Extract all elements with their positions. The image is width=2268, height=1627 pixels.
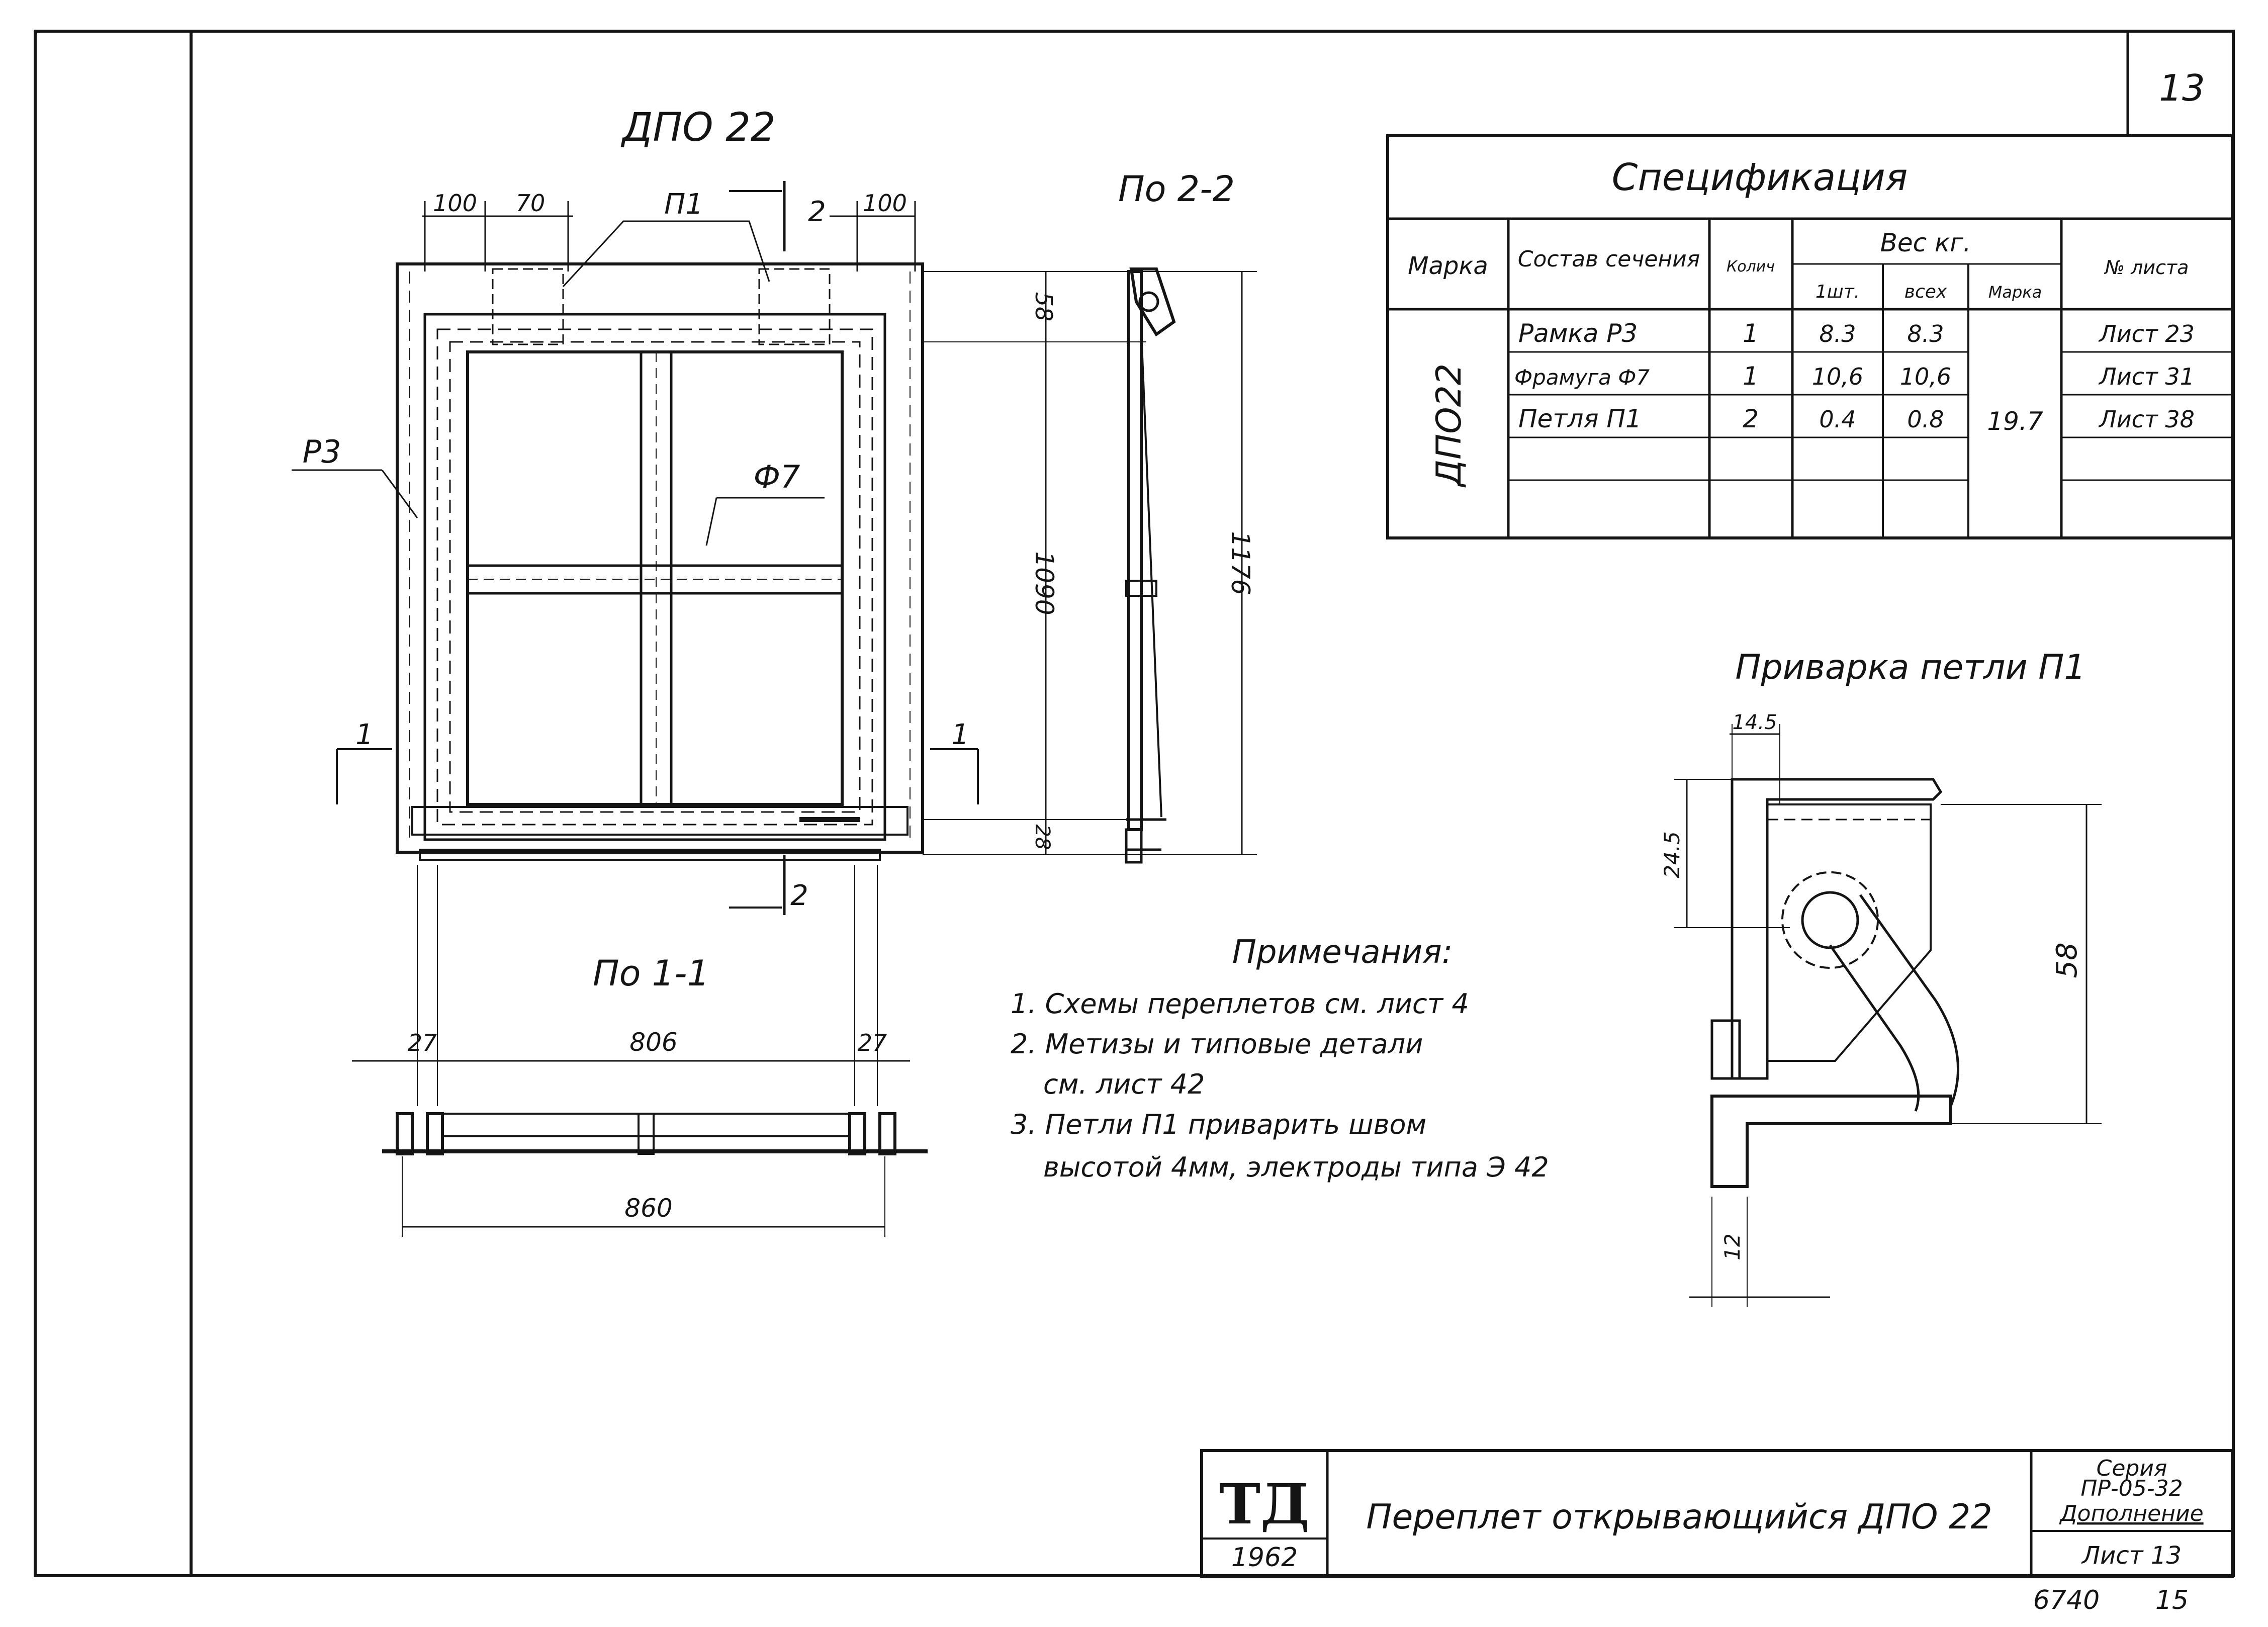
stamp-series-code: ПР-05-32 (2080, 1476, 2183, 1501)
dim-1-1-806: 806 (629, 1028, 677, 1057)
corner-sheet-number: 13 (2159, 67, 2205, 109)
frame-label: Р3 (303, 433, 341, 470)
cut-1-right-label: 1 (951, 718, 969, 751)
spec-row-3-wall: 0.8 (1907, 406, 1944, 433)
spec-row-1-sheet: Лист 23 (2098, 320, 2195, 347)
section-2-2-title: По 2-2 (1118, 168, 1235, 210)
stamp-logo: ТД (1219, 1472, 1310, 1536)
spec-header-weight-mark: Марка (1988, 283, 2042, 302)
weld-detail-title: Приварка петли П1 (1735, 648, 2085, 687)
note-3: 3. Петли П1 приварить швом (1011, 1109, 1426, 1140)
cut-1-markers (336, 748, 979, 804)
weld-detail-dimensions (1674, 724, 2102, 1307)
note-2: 2. Метизы и типовые детали (1011, 1028, 1423, 1060)
hinge-callout: П1 (664, 188, 703, 221)
dim-1-1-860: 860 (624, 1194, 672, 1223)
spec-row-1-w1: 8.3 (1819, 320, 1856, 347)
weld-dim-14-5: 14.5 (1732, 711, 1777, 734)
note-3-cont: высотой 4мм, электроды типа Э 42 (1043, 1151, 1549, 1183)
section-1-1-dimensions (352, 865, 910, 1237)
spec-row-3-name: Петля П1 (1518, 404, 1642, 433)
spec-header-weight: Вес кг. (1880, 228, 1971, 257)
note-2-cont: см. лист 42 (1043, 1068, 1205, 1100)
dim-2-2-58: 58 (1030, 292, 1057, 322)
spec-row-1-wall: 8.3 (1907, 320, 1944, 347)
spec-header-sheet-no: № листа (2104, 256, 2189, 279)
stamp-supplement: Дополнение (2059, 1501, 2203, 1526)
spec-header-weight-unit: 1шт. (1816, 282, 1860, 302)
spec-row-1-name: Рамка Р3 (1518, 319, 1638, 348)
cut-2-bottom-label: 2 (790, 879, 808, 912)
spec-mark-weight: 19.7 (1987, 407, 2043, 436)
transom-label: Ф7 (754, 459, 800, 495)
spec-row-3-sheet: Лист 38 (2098, 406, 2195, 433)
cut-1-left-label: 1 (355, 718, 374, 751)
specification-table (1386, 134, 2234, 539)
section-1-1-profile (382, 1112, 928, 1155)
spec-row-3-qty: 2 (1743, 404, 1759, 433)
dim-2-2-1176: 1176 (1226, 531, 1255, 595)
cut-2-markers (729, 181, 786, 915)
spec-row-2-sheet: Лист 31 (2098, 363, 2195, 390)
stamp-description: Переплет открывающийся ДПО 22 (1366, 1497, 1992, 1537)
spec-header-mark: Марка (1408, 252, 1488, 280)
drawing-title: ДПО 22 (620, 105, 775, 150)
spec-row-2-w1: 10,6 (1812, 363, 1863, 390)
dim-1-1-27-right: 27 (858, 1029, 887, 1056)
dim-top-70: 70 (516, 190, 546, 217)
sheet-border (34, 30, 2235, 1577)
spec-title: Спецификация (1612, 156, 1908, 199)
spec-mark-cell: ДПО22 (1429, 364, 1469, 488)
title-block (1200, 1449, 2234, 1578)
weld-dim-58: 58 (2051, 942, 2083, 978)
spec-header-section: Состав сечения (1518, 246, 1700, 272)
sash-elevation (396, 262, 924, 861)
section-2-2-profile (1125, 267, 1176, 864)
spec-row-2-wall: 10,6 (1900, 363, 1951, 390)
spec-row-1-qty: 1 (1743, 319, 1759, 348)
footer-code: 6740 (2033, 1585, 2100, 1615)
stamp-sheet-label: Лист 13 (2081, 1542, 2182, 1570)
spec-header-weight-all: всех (1904, 282, 1947, 302)
transom-leader-diag (705, 497, 717, 546)
dim-2-2-1090: 1090 (1030, 551, 1059, 615)
hinge-leader (562, 220, 770, 288)
dim-top-100-left: 100 (433, 190, 477, 217)
spec-row-2-qty: 1 (1743, 361, 1759, 391)
stamp-series-label: Серия (2097, 1456, 2167, 1481)
section-1-1-title: По 1-1 (593, 953, 709, 994)
spec-row-2-name: Фрамуга Ф7 (1514, 365, 1650, 390)
weld-dim-12: 12 (1720, 1233, 1745, 1260)
note-1: 1. Схемы переплетов см. лист 4 (1011, 988, 1469, 1020)
footer-page: 15 (2155, 1585, 2189, 1615)
cut-2-top-label: 2 (808, 196, 826, 228)
elevation-top-dimensions (422, 201, 916, 272)
dim-2-2-28: 28 (1031, 825, 1054, 850)
stamp-year: 1962 (1231, 1543, 1298, 1573)
frame-leader-diag (381, 470, 418, 518)
dim-top-100-right: 100 (863, 190, 907, 217)
section-2-2-dimensions (923, 271, 1257, 855)
spec-row-3-w1: 0.4 (1819, 406, 1856, 433)
weld-dim-24-5: 24.5 (1660, 831, 1684, 878)
spec-header-qty: Колич (1727, 258, 1775, 276)
weld-detail-drawing (1710, 778, 1960, 1188)
notes-title: Примечания: (1232, 934, 1453, 971)
dim-1-1-27-left: 27 (408, 1029, 437, 1056)
